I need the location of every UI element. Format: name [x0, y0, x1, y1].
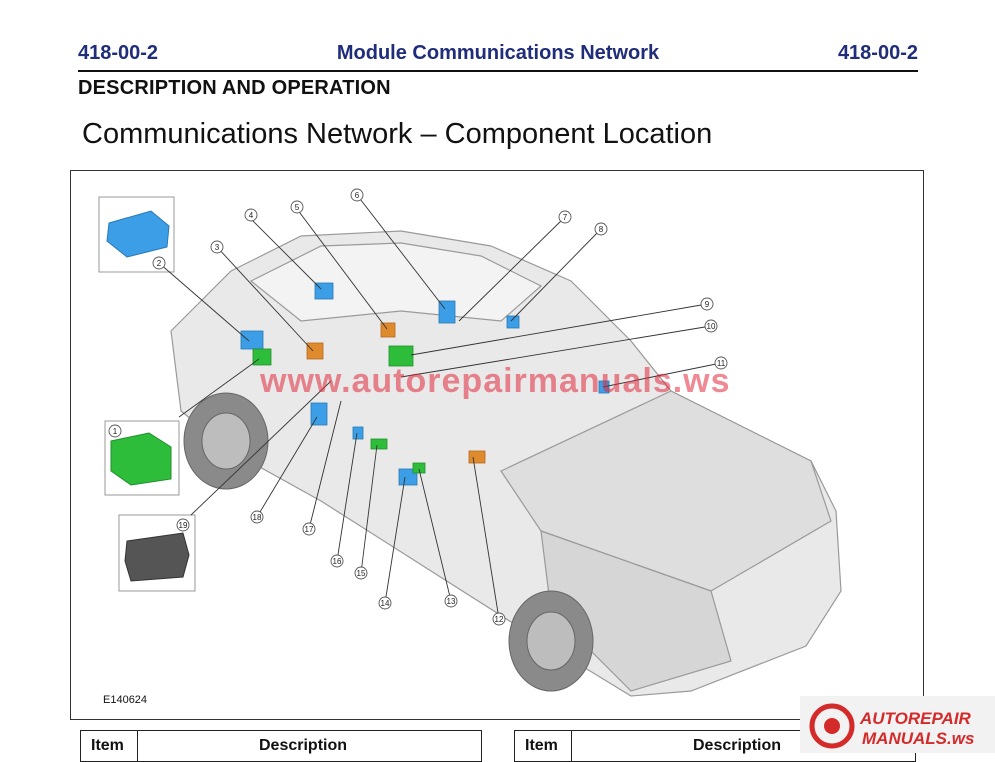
callout-6: 6	[355, 191, 360, 200]
page-title: Communications Network – Component Locat…	[82, 118, 712, 151]
header-title: Module Communications Network	[78, 42, 918, 65]
callout-13: 13	[447, 597, 456, 606]
component-location-figure: 1 2 3 4 5 6 7 8 9 10 11 12 13 14 15 16 1…	[70, 170, 924, 720]
table-right-description-header: Description	[693, 737, 781, 755]
table-left-item-header: Item	[91, 737, 124, 755]
site-logo: AUTOREPAIR MANUALS.ws	[800, 696, 995, 753]
logo-line-1: AUTOREPAIR	[859, 709, 972, 728]
callout-12: 12	[495, 615, 504, 624]
callout-8: 8	[599, 225, 604, 234]
callout-17: 17	[305, 525, 314, 534]
callout-10: 10	[707, 322, 716, 331]
figure-id: E140624	[103, 694, 147, 706]
table-left-description-header: Description	[259, 737, 347, 755]
truck-body	[171, 231, 841, 696]
section-heading: DESCRIPTION AND OPERATION	[78, 77, 391, 100]
callout-19: 19	[179, 521, 188, 530]
section-number-right: 418-00-2	[838, 42, 918, 65]
table-right-item-header: Item	[525, 737, 558, 755]
callout-2: 2	[157, 259, 162, 268]
logo-icon: AUTOREPAIR MANUALS.ws	[800, 696, 995, 753]
item-table-left: Item Description	[80, 730, 482, 762]
page-header: 418-00-2 Module Communications Network 4…	[78, 40, 918, 72]
watermark-text: www.autorepairmanuals.ws	[260, 362, 731, 401]
callout-3: 3	[215, 243, 220, 252]
callout-5: 5	[295, 203, 300, 212]
vehicle-illustration: 1 2 3 4 5 6 7 8 9 10 11 12 13 14 15 16 1…	[71, 171, 923, 719]
callout-16: 16	[333, 557, 342, 566]
callout-9: 9	[705, 300, 710, 309]
callout-14: 14	[381, 599, 390, 608]
callout-15: 15	[357, 569, 366, 578]
callout-1: 1	[113, 427, 118, 436]
logo-line-2: MANUALS.ws	[862, 729, 974, 748]
callout-7: 7	[563, 213, 568, 222]
callout-18: 18	[253, 513, 262, 522]
callout-4: 4	[249, 211, 254, 220]
